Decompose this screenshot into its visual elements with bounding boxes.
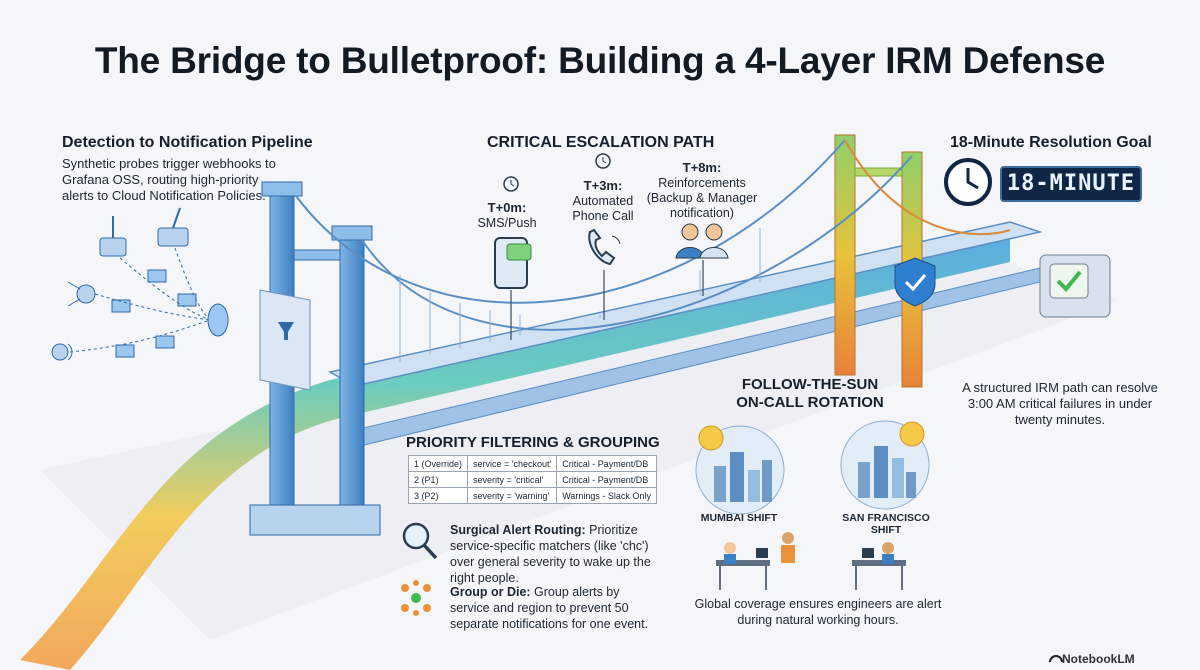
route-cell: Critical - Payment/DB: [556, 455, 657, 472]
route-cell: Critical - Payment/DB: [556, 471, 657, 488]
antenna-icon: [99, 216, 127, 257]
priority-cell: 1 (Override): [407, 455, 469, 472]
priority-heading: PRIORITY FILTERING & GROUPING: [406, 434, 660, 451]
matcher-cell: severity = 'warning': [467, 487, 558, 504]
probe-icon: [51, 343, 73, 361]
table-row: 2 (P1) severity = 'critical' Critical - …: [407, 471, 657, 488]
brand-label: NotebookLM: [1062, 652, 1135, 666]
follow-the-sun-heading: FOLLOW-THE-SUN ON-CALL ROTATION: [736, 376, 884, 411]
funnel-filter-icon: [207, 289, 311, 391]
hanger-cables: [399, 228, 761, 362]
step-time: T+3m:: [583, 178, 623, 193]
magnifier-icon: [402, 522, 438, 560]
people-icon: [675, 223, 729, 259]
global-coverage-note: Global coverage ensures engineers are al…: [694, 597, 942, 627]
priority-cell: 2 (P1): [407, 471, 469, 488]
escalation-step-t8: T+8m: Reinforcements (Backup & Manager n…: [646, 160, 758, 221]
group-title: Group or Die:: [450, 585, 531, 599]
escalation-step-t3: T+3m: Automated Phone Call: [560, 178, 646, 224]
sf-city-icon: [840, 420, 930, 510]
detection-body: Synthetic probes trigger webhooks to Gra…: [62, 156, 276, 203]
suspension-cables: [295, 139, 1011, 331]
step-time: T+8m:: [682, 160, 722, 175]
escalation-step-t0: T+0m: SMS/Push: [467, 200, 547, 231]
table-row: 3 (P2) severity = 'warning' Warnings - S…: [407, 487, 657, 504]
sf-worker-icon: [852, 542, 906, 590]
priority-cell: 3 (P2): [407, 487, 469, 504]
priority-table: 1 (Override) service = 'checkout' Critic…: [407, 455, 657, 504]
group-cluster-icon: [401, 580, 431, 616]
goal-text: A structured IRM path can resolve 3:00 A…: [962, 380, 1158, 427]
routing-note: Surgical Alert Routing: Prioritize servi…: [450, 522, 660, 586]
clock-icon-t0: [503, 176, 519, 192]
mumbai-shift-label: MUMBAI SHIFT: [700, 512, 778, 524]
mumbai-city-icon: [695, 425, 785, 515]
page-title: The Bridge to Bulletproof: Building a 4-…: [94, 40, 1106, 81]
detection-heading: Detection to Notification Pipeline: [62, 134, 313, 151]
clock-icon-t3: [595, 153, 611, 169]
routing-body: Prioritize service-specific matchers (li…: [450, 523, 651, 585]
route-cell: Warnings - Slack Only: [556, 487, 657, 504]
grouping-note: Group or Die: Group alerts by service an…: [450, 584, 660, 632]
clock-icon-goal: [944, 158, 992, 206]
step-desc: SMS/Push: [477, 216, 537, 230]
step-desc: Automated Phone Call: [572, 194, 634, 223]
group-body: Group alerts by service and region to pr…: [450, 585, 649, 631]
shield-check-icon: [894, 257, 936, 307]
matcher-cell: service = 'checkout': [467, 455, 558, 472]
routing-title: Surgical Alert Routing:: [450, 523, 586, 537]
table-row: 1 (Override) service = 'checkout' Critic…: [407, 455, 657, 472]
sf-shift-label: SAN FRANCISCO SHIFT: [842, 512, 930, 536]
notebooklm-logo-icon: [1049, 655, 1063, 663]
phone-call-icon: [588, 228, 621, 266]
mumbai-workers-icon: [716, 532, 795, 590]
goal-heading: 18-Minute Resolution Goal: [950, 134, 1152, 151]
router-icon: [157, 207, 189, 247]
matcher-cell: severity = 'critical': [467, 471, 558, 488]
escalation-heading: CRITICAL ESCALATION PATH: [487, 134, 715, 151]
network-node-icon: [67, 281, 96, 307]
goal-display: 18-MINUTE: [1000, 166, 1142, 202]
checkpoint-booth: [1039, 254, 1111, 318]
step-desc: Reinforcements (Backup & Manager notific…: [646, 176, 758, 220]
step-time: T+0m:: [487, 200, 527, 215]
sensor-icons: [51, 207, 189, 361]
phone-sms-icon: [494, 237, 532, 289]
